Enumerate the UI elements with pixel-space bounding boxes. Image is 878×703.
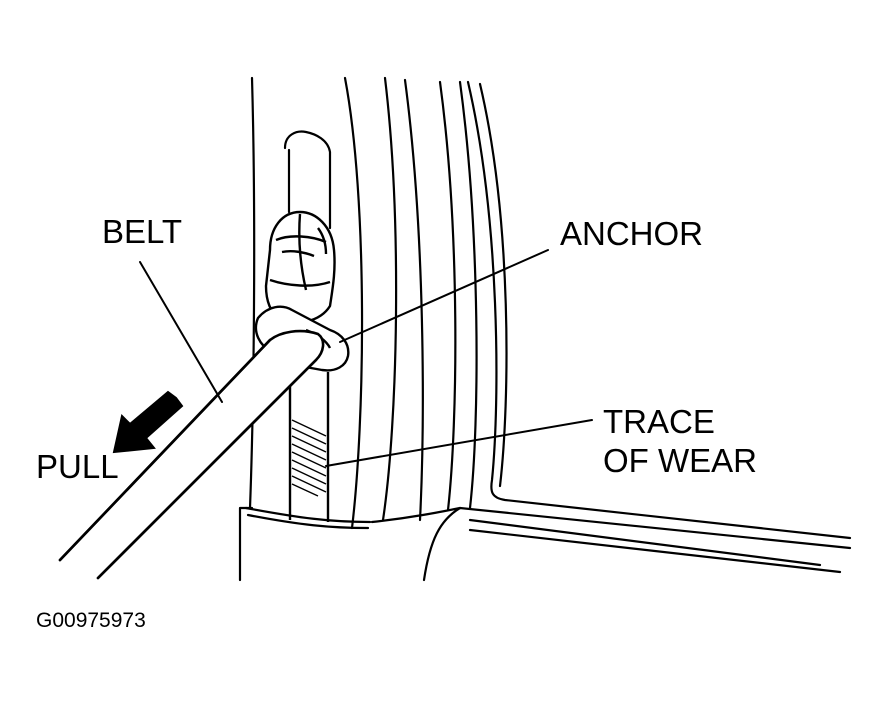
anchor-leader [339,249,549,343]
pillar-and-door [238,76,852,582]
figure-code: G00975973 [36,609,146,632]
trace-of-wear-label-line1: TRACE [603,403,715,440]
trace-of-wear-label-line2: OF WEAR [603,442,757,479]
leader-lines [139,249,593,467]
belt-webbing [58,329,325,580]
anchor-label: ANCHOR [560,215,703,252]
belt-leader [139,261,223,403]
trace-leader [325,419,593,467]
lower-belt-strap [288,372,330,522]
pull-arrow [112,390,184,454]
belt-label: BELT [102,213,182,250]
pull-label: PULL [36,448,119,485]
